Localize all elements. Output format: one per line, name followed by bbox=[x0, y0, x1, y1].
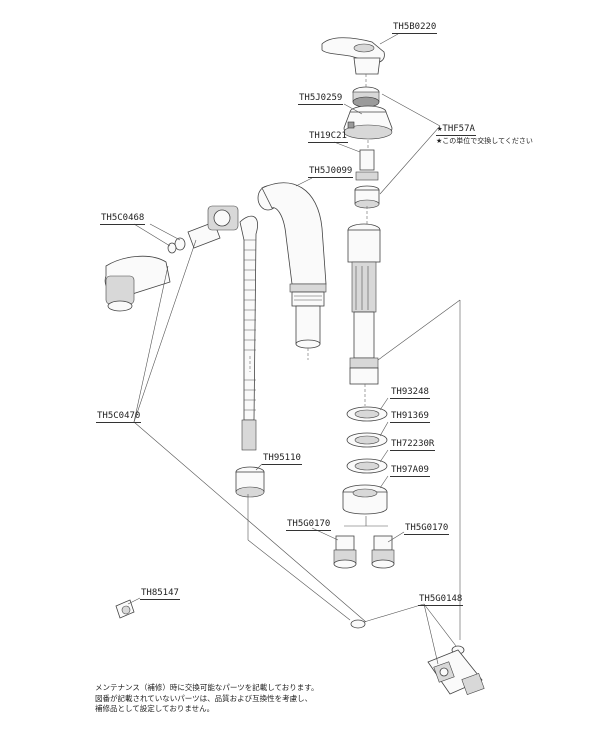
part-label-th97a09: TH97A09 bbox=[390, 465, 430, 477]
part-label-th91369: TH91369 bbox=[390, 411, 430, 423]
part-label-th5b0220: TH5B0220 bbox=[392, 22, 438, 34]
footnote-line-3: 補修品として設定しておりません。 bbox=[95, 704, 215, 713]
star-replacement-note: ★この単位で交換してください bbox=[436, 137, 533, 145]
faucet-body-column bbox=[347, 223, 381, 385]
inlet-nipple-right bbox=[371, 535, 395, 569]
part-label-th5j0099: TH5J0099 bbox=[308, 166, 354, 178]
part-label-th5j0259: TH5J0259 bbox=[298, 93, 344, 105]
part-label-th5g0170-left: TH5G0170 bbox=[286, 519, 332, 531]
coupling-nut bbox=[235, 466, 265, 498]
cap-ring bbox=[352, 86, 380, 108]
part-label-th5g0148: TH5G0148 bbox=[418, 594, 464, 606]
part-label-th85147: TH85147 bbox=[140, 588, 180, 600]
flexible-hose bbox=[239, 215, 258, 451]
part-label-th95110: TH95110 bbox=[262, 453, 302, 465]
part-label-th93248: TH93248 bbox=[390, 387, 430, 399]
hand-shower-head bbox=[104, 255, 171, 312]
lever-handle bbox=[321, 37, 385, 75]
part-label-th72230r: TH72230R bbox=[390, 439, 436, 451]
lock-nut bbox=[342, 484, 388, 515]
maintenance-footnote: メンテナンス（補修）時に交換可能なパーツを記載しております。 図番が記載されてい… bbox=[95, 683, 319, 715]
washer-stack bbox=[346, 406, 388, 474]
dome-cover bbox=[343, 105, 393, 140]
footnote-line-1: メンテナンス（補修）時に交換可能なパーツを記載しております。 bbox=[95, 683, 319, 692]
part-label-thf57a: ★THF57A bbox=[436, 124, 476, 136]
leader-lines bbox=[127, 33, 461, 665]
footnote-line-2: 図番が記載されていないパーツは、品質および互換性を考慮し、 bbox=[95, 693, 313, 703]
cartridge bbox=[354, 149, 380, 209]
spout bbox=[257, 182, 327, 349]
stop-valve bbox=[350, 619, 485, 695]
o-ring-group bbox=[167, 237, 186, 254]
part-label-th5c0470: TH5C0470 bbox=[96, 411, 142, 423]
inlet-nipple-left bbox=[333, 535, 357, 569]
part-label-th5g0170-right: TH5G0170 bbox=[404, 523, 450, 535]
assembly-axes bbox=[307, 74, 369, 406]
clip bbox=[115, 599, 135, 619]
hose-connector bbox=[187, 205, 239, 249]
part-label-th5c0468: TH5C0468 bbox=[100, 213, 146, 225]
part-label-th19c21: TH19C21 bbox=[308, 131, 348, 143]
